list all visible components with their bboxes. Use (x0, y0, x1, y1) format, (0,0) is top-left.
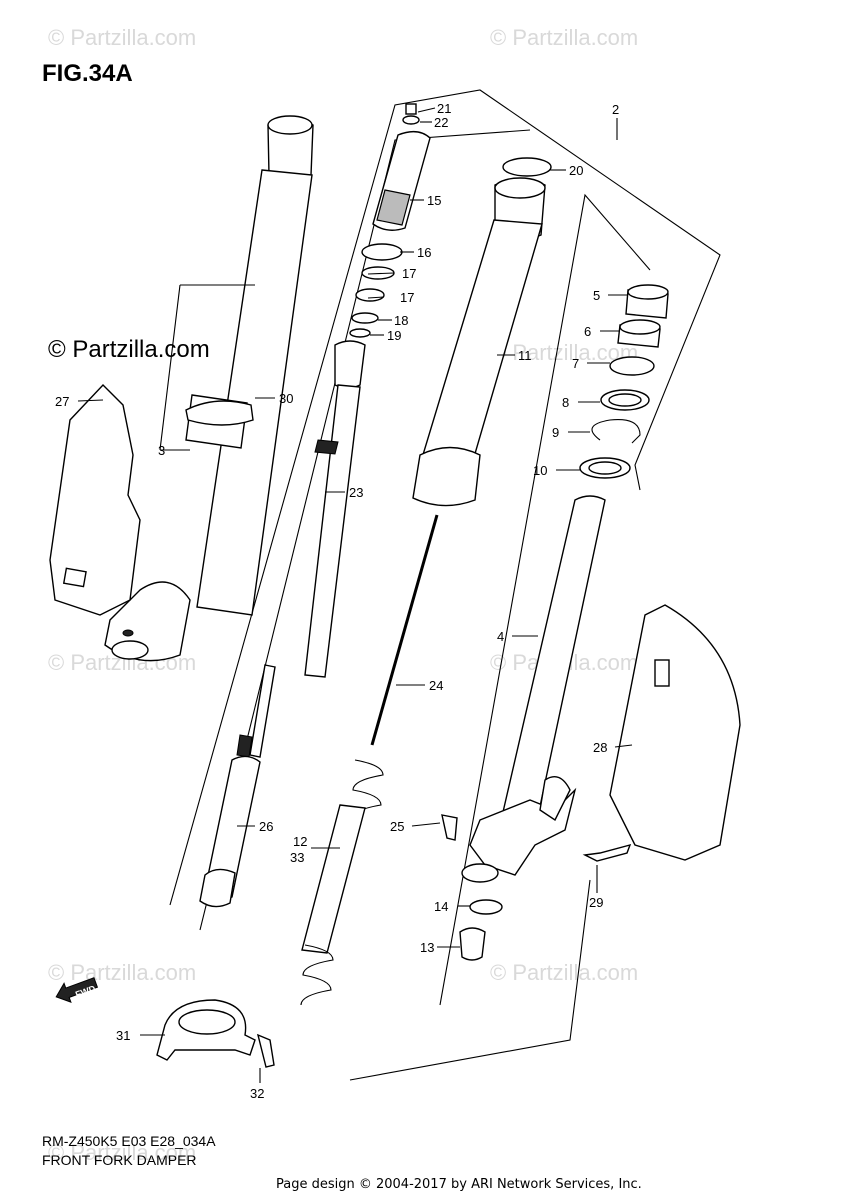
bushing-6 (617, 319, 661, 348)
brand-mark: © Partzilla.com (48, 336, 210, 363)
valve-assembly-15 (372, 103, 431, 231)
part-label[interactable]: 26 (259, 819, 273, 834)
part-label[interactable]: 13 (420, 940, 434, 955)
rod-24 (370, 514, 439, 746)
fork-assembly-3 (104, 115, 314, 662)
fork-clamp-30 (185, 400, 254, 426)
part-label[interactable]: 8 (562, 395, 569, 410)
bushing-5 (625, 284, 669, 319)
watermark: © Partzilla.com (48, 960, 197, 985)
inner-tube-4 (461, 495, 606, 883)
forward-direction-icon: FWD (55, 977, 99, 1003)
part-label[interactable]: 30 (279, 391, 293, 406)
part-label[interactable]: 12 (293, 834, 307, 849)
part-label[interactable]: 15 (427, 193, 441, 208)
ring-17-lower (355, 288, 385, 302)
part-label[interactable]: 10 (533, 463, 547, 478)
dust-seal-10 (579, 457, 631, 479)
assembly-frame-outer (169, 89, 721, 906)
part-label[interactable]: 7 (572, 356, 579, 371)
washer-7 (609, 356, 655, 376)
bolt-25 (441, 814, 458, 841)
part-label[interactable]: 16 (417, 245, 431, 260)
figure-title: FIG.34A (42, 60, 133, 87)
part-label[interactable]: 25 (390, 819, 404, 834)
part-label[interactable]: 6 (584, 324, 591, 339)
watermark: © Partzilla.com (48, 25, 197, 50)
part-label[interactable]: 4 (497, 629, 504, 644)
model-code: RM-Z450K5 E03 E28_034A (42, 1133, 216, 1149)
page-credit: Page design © 2004-2017 by ARI Network S… (276, 1177, 642, 1192)
diagram-name: FRONT FORK DAMPER (42, 1152, 197, 1168)
part-label[interactable]: 27 (55, 394, 69, 409)
part-label[interactable]: 14 (434, 899, 448, 914)
part-label[interactable]: 9 (552, 425, 559, 440)
assembly-frame-upper-right (439, 193, 651, 1006)
part-label[interactable]: 5 (593, 288, 600, 303)
clip-9 (591, 419, 641, 444)
o-ring-14 (469, 899, 503, 915)
part-label[interactable]: 29 (589, 895, 603, 910)
bolt-29 (582, 843, 632, 862)
part-label[interactable]: 22 (434, 115, 448, 130)
ring-19 (349, 328, 371, 338)
adjuster-13 (459, 927, 486, 961)
fork-guard-27 (49, 383, 141, 616)
clamp-31 (156, 999, 256, 1061)
part-labels: 21 22 20 2 15 16 17 17 18 19 5 6 7 8 9 1… (55, 101, 619, 1101)
part-label[interactable]: 11 (518, 348, 532, 363)
part-label[interactable]: 24 (429, 678, 443, 693)
fork-guard-28 (609, 604, 741, 861)
spring-12-33 (300, 759, 384, 1006)
cartridge-26 (199, 755, 261, 908)
part-label[interactable]: 2 (612, 102, 619, 117)
watermark: © Partzilla.com (48, 1140, 197, 1165)
part-label[interactable]: 28 (593, 740, 607, 755)
ring-20 (502, 157, 552, 177)
damper-rod-23 (236, 340, 366, 758)
part-label[interactable]: 20 (569, 163, 583, 178)
ring-18 (351, 312, 379, 324)
seal-8 (600, 389, 650, 411)
part-label[interactable]: 31 (116, 1028, 130, 1043)
ring-16 (361, 243, 403, 261)
part-label[interactable]: 23 (349, 485, 363, 500)
bolt-32 (256, 1033, 275, 1068)
part-label[interactable]: 18 (394, 313, 408, 328)
part-label[interactable]: 3 (158, 443, 165, 458)
part-label[interactable]: 32 (250, 1086, 264, 1101)
outer-tube-11 (412, 177, 546, 507)
assembly-frame-lower (349, 879, 591, 1081)
part-label[interactable]: 17 (400, 290, 414, 305)
leader-lines (77, 107, 633, 1083)
watermark: © Partzilla.com (490, 960, 639, 985)
watermark: © Partzilla.com (490, 25, 639, 50)
part-label[interactable]: 19 (387, 328, 401, 343)
part-label[interactable]: 17 (402, 266, 416, 281)
part-label[interactable]: 21 (437, 101, 451, 116)
part-label[interactable]: 33 (290, 850, 304, 865)
